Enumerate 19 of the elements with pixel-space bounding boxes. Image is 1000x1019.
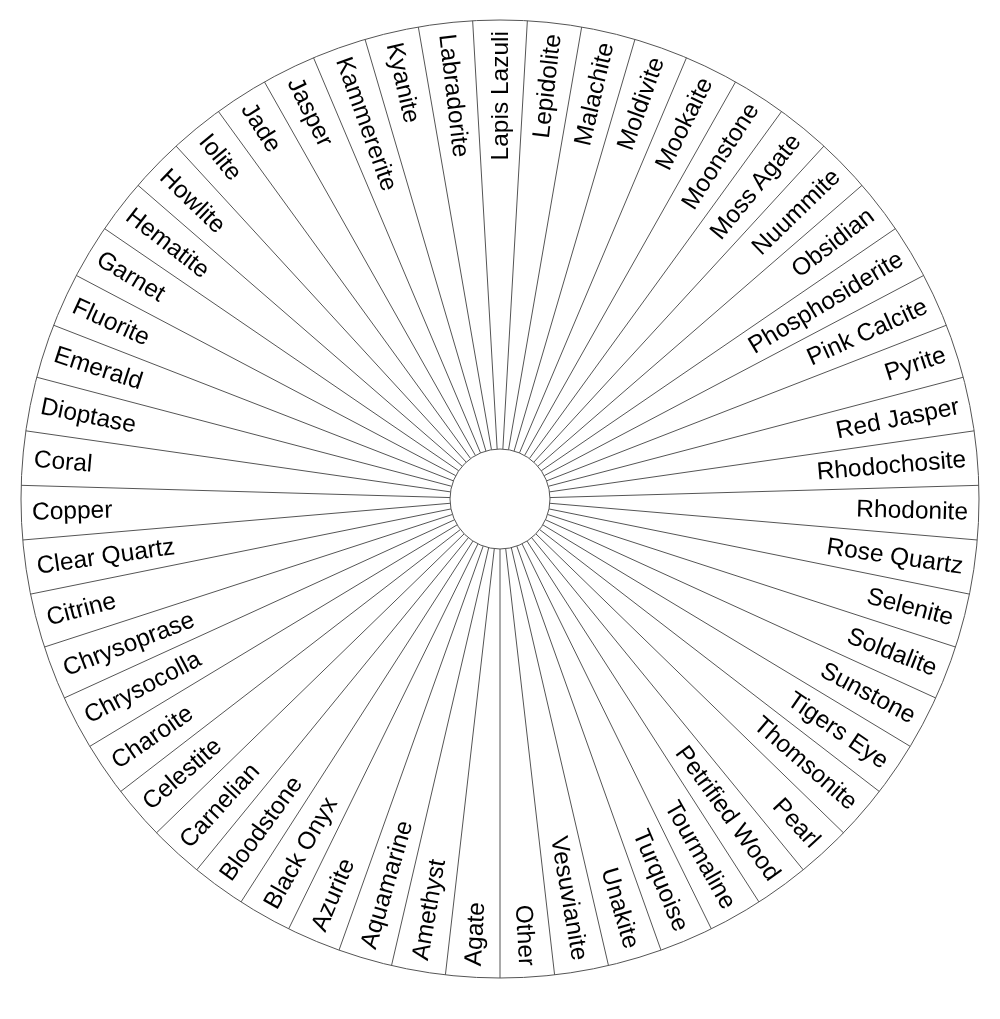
sector-label: Copper — [31, 497, 113, 525]
sector-label: Red Jasper — [833, 394, 962, 443]
sector-label: Rhodochosite — [815, 446, 968, 484]
sector-label: Rose Quartz — [825, 533, 965, 578]
sector-label: Coral — [32, 446, 94, 477]
sector-label: Vesuvianite — [546, 834, 592, 963]
sector-label: Dioptase — [38, 394, 139, 438]
sector-label: Azurite — [306, 855, 359, 935]
sector-label: Unakite — [596, 864, 644, 952]
sector-label: Lapis Lazuli — [487, 31, 513, 161]
sector-label: Clear Quartz — [35, 533, 176, 578]
sector-label: Other — [511, 904, 539, 967]
sector-label: Lepidolite — [529, 32, 566, 140]
sector-label: Labradorite — [434, 32, 473, 159]
sector-label: Selenite — [863, 583, 956, 630]
sector-label: Rhodonite — [855, 496, 969, 525]
sector-label: Amethyst — [408, 857, 450, 963]
sector-label: Agate — [461, 901, 490, 967]
sector-label: Malachite — [570, 40, 618, 149]
